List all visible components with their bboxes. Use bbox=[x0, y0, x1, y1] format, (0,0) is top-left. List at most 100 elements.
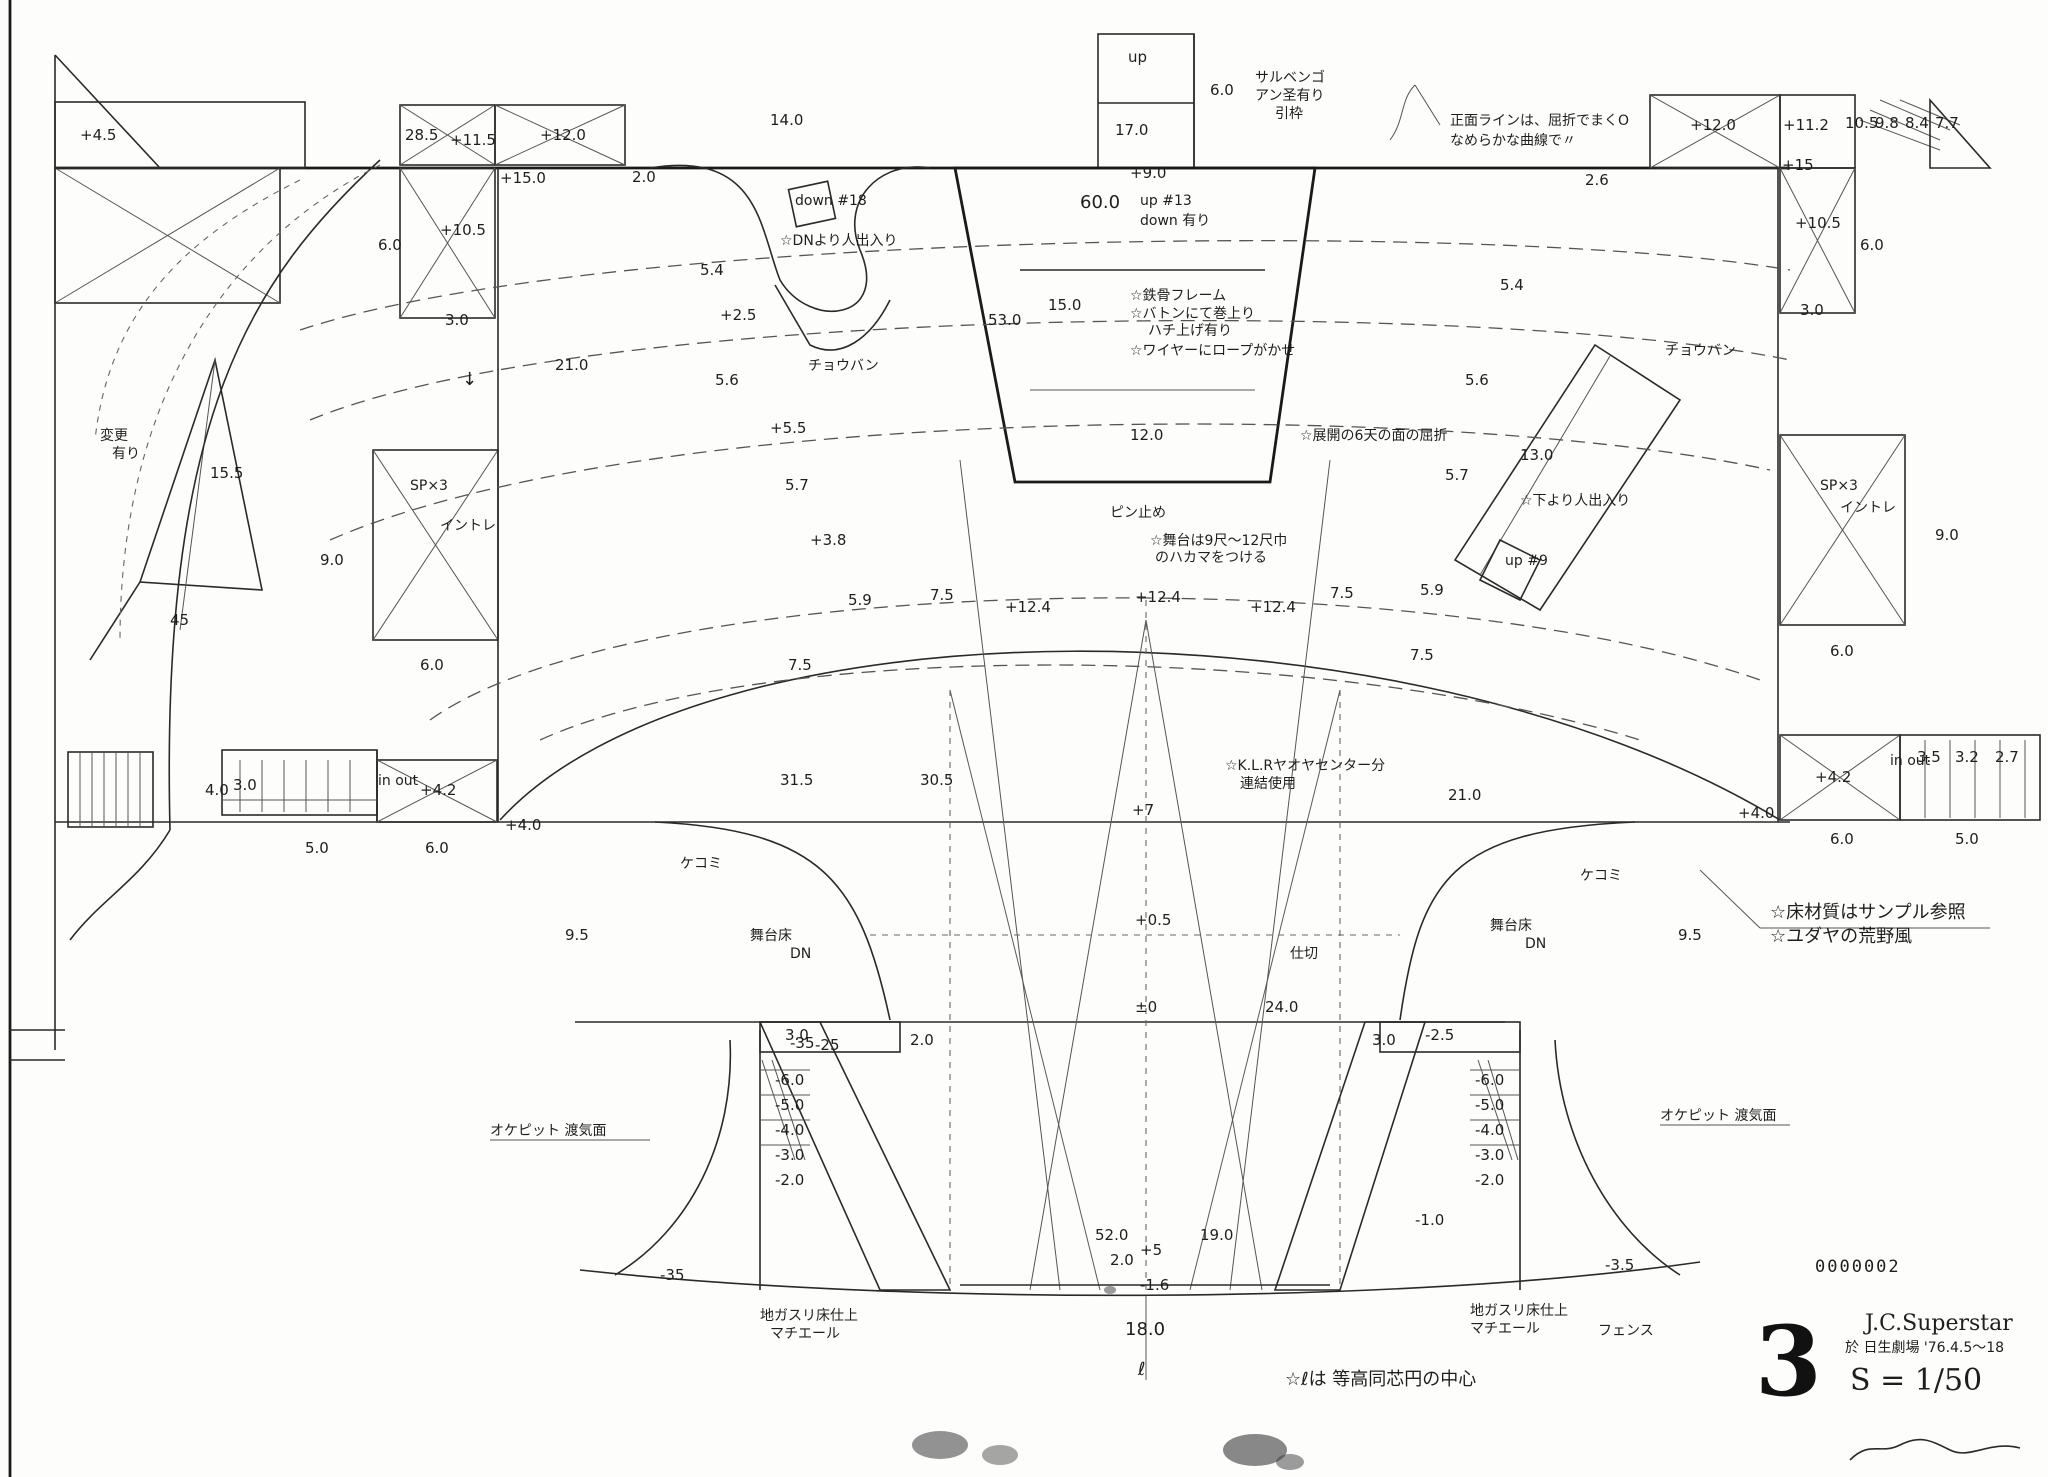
dim: -1.6 bbox=[1140, 1276, 1169, 1294]
dim: ±0 bbox=[1135, 998, 1157, 1016]
note-down-18: down #18 bbox=[795, 193, 867, 209]
note-stage-1: ☆舞台は9尺〜12尺巾 bbox=[1150, 533, 1287, 549]
note-up-13: up #13 bbox=[1140, 193, 1192, 209]
dim: +3.8 bbox=[810, 531, 846, 549]
dim: 3.0 bbox=[785, 1026, 809, 1044]
dim: 7.5 bbox=[788, 656, 812, 674]
dim: 21.0 bbox=[555, 356, 588, 374]
note-floor-2: ☆ユダヤの荒野風 bbox=[1770, 926, 1912, 947]
note-orch-right: オケピット 渡気面 bbox=[1660, 1108, 1776, 1124]
note-gas-right-1: 地ガスリ床仕上 bbox=[1470, 1303, 1568, 1319]
dim: +15 bbox=[1782, 156, 1814, 174]
title-block: 0000002 3 J.C.Superstar 於 日生劇場 '76.4.5〜1… bbox=[1755, 1257, 2021, 1461]
dim: -1.0 bbox=[1415, 1211, 1444, 1229]
dim: +4.2 bbox=[1815, 768, 1851, 786]
dim: 18.0 bbox=[1125, 1319, 1165, 1340]
dim: -6.0 bbox=[775, 1071, 804, 1089]
drawing-code: 0000002 bbox=[1815, 1257, 1901, 1277]
dim: +11.5 bbox=[450, 131, 496, 149]
dim: 52.0 bbox=[1095, 1226, 1128, 1244]
direction-mark: ↓ bbox=[462, 369, 477, 390]
dim: 3.0 bbox=[445, 311, 469, 329]
dim: +5 bbox=[1140, 1241, 1162, 1259]
dim: +7 bbox=[1132, 801, 1154, 819]
dim: +15.0 bbox=[500, 169, 546, 187]
dim: +12.4 bbox=[1250, 598, 1296, 616]
dim: 17.0 bbox=[1115, 121, 1148, 139]
dim: 5.9 bbox=[1420, 581, 1444, 599]
dim: 3.0 bbox=[233, 776, 257, 794]
dim: 7.7 bbox=[1935, 114, 1959, 132]
dim: -6.0 bbox=[1475, 1071, 1504, 1089]
dim: -2.5 bbox=[1425, 1026, 1454, 1044]
dim: +12.4 bbox=[1135, 588, 1181, 606]
note-gas-right-2: マチエール bbox=[1470, 1321, 1540, 1337]
note-steel-frame: ☆鉄骨フレーム bbox=[1130, 288, 1226, 304]
note-dn-right: DN bbox=[1525, 936, 1546, 952]
annotations: up サルベンゴ アン圣有り 引枠 正面ラインは、屈折でまくO なめらかな曲線で… bbox=[100, 48, 1966, 1390]
note-batten-2: ハチ上げ有り bbox=[1148, 323, 1232, 339]
dim: 9.5 bbox=[565, 926, 589, 944]
dim: 5.6 bbox=[715, 371, 739, 389]
note-gas-left-1: 地ガスリ床仕上 bbox=[760, 1308, 858, 1324]
dim: 15.5 bbox=[210, 464, 243, 482]
paper-stains bbox=[912, 1286, 1304, 1470]
dim: 2.7 bbox=[1995, 748, 2019, 766]
note-center: ☆ℓは 等高同芯円の中心 bbox=[1285, 1369, 1476, 1390]
drawing-scale: S = 1/50 bbox=[1850, 1363, 1982, 1398]
dim: 2.0 bbox=[632, 168, 656, 186]
dim: 9.0 bbox=[320, 551, 344, 569]
sp-right: SP×3 bbox=[1820, 478, 1858, 494]
dim: 6.0 bbox=[1830, 642, 1854, 660]
dim: -2.0 bbox=[1475, 1171, 1504, 1189]
note-chobang-right: チョウバン bbox=[1665, 343, 1736, 359]
dim: 6.0 bbox=[420, 656, 444, 674]
note-down-ari: down 有り bbox=[1140, 213, 1210, 229]
note-change-2: 有り bbox=[112, 446, 140, 462]
dim: 3.5 bbox=[1917, 748, 1941, 766]
dim: 24.0 bbox=[1265, 998, 1298, 1016]
dim: 2.6 bbox=[1585, 171, 1609, 189]
dim: 5.0 bbox=[305, 839, 329, 857]
dim: -2.0 bbox=[775, 1171, 804, 1189]
dim: 30.5 bbox=[920, 771, 953, 789]
note-ansu: アン圣有り bbox=[1255, 88, 1324, 104]
note-up-9: up #9 bbox=[1505, 553, 1548, 569]
dim: 6.0 bbox=[1210, 81, 1234, 99]
note-shikiri: 仕切 bbox=[1290, 946, 1318, 962]
dim: +4.0 bbox=[505, 816, 541, 834]
dim: 5.4 bbox=[700, 261, 724, 279]
dim: +12.4 bbox=[1005, 598, 1051, 616]
up-label: up bbox=[1128, 48, 1147, 66]
structure bbox=[10, 33, 2041, 1380]
dim: +11.2 bbox=[1783, 116, 1829, 134]
dim: 53.0 bbox=[988, 311, 1021, 329]
dim: 3.0 bbox=[1372, 1031, 1396, 1049]
dim: 45 bbox=[170, 611, 189, 629]
dim: 7.5 bbox=[930, 586, 954, 604]
note-front-line-2: なめらかな曲線で〃 bbox=[1450, 133, 1576, 149]
sheet-number: 3 bbox=[1755, 1305, 1822, 1418]
dim: 3.0 bbox=[1800, 301, 1824, 319]
intore-left: イントレ bbox=[440, 518, 496, 534]
dim: -4.0 bbox=[1475, 1121, 1504, 1139]
intore-right: イントレ bbox=[1840, 500, 1896, 516]
dim: 4.0 bbox=[205, 781, 229, 799]
dim: +9.0 bbox=[1130, 164, 1166, 182]
note-pin: ピン止め bbox=[1110, 505, 1166, 521]
dim: +5.5 bbox=[770, 419, 806, 437]
dim: +12.0 bbox=[540, 126, 586, 144]
note-dn-left: DN bbox=[790, 946, 811, 962]
dim: -25 bbox=[815, 1036, 840, 1054]
note-change: 変更 bbox=[100, 427, 128, 444]
note-klr-1: ☆K.L.Rヤオヤセンター分 bbox=[1225, 758, 1385, 774]
dim: 5.9 bbox=[848, 591, 872, 609]
dim: 5.7 bbox=[785, 476, 809, 494]
dim: +4.2 bbox=[420, 781, 456, 799]
centerline-mark: ℓ bbox=[1137, 1359, 1145, 1380]
note-hikiwaku: 引枠 bbox=[1275, 106, 1303, 122]
dim: 8.4 bbox=[1905, 114, 1929, 132]
dim: 9.8 bbox=[1875, 114, 1899, 132]
signature bbox=[1849, 1438, 2021, 1461]
